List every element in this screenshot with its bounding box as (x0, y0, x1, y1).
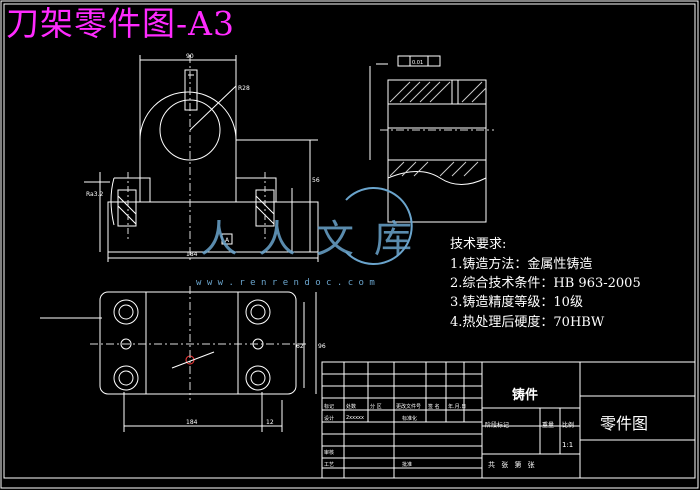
designer-name: 2xxxxx (346, 415, 364, 421)
watermark-brand: 人人文库 (200, 217, 433, 261)
dim-plan-total: 96 (318, 343, 326, 350)
design-label: 设计 (324, 416, 335, 422)
approve-label: 批准 (402, 462, 413, 468)
requirement-item-2: 2.综合技术条件：HB 963-2005 (450, 276, 641, 291)
dim-base-height: 56 (312, 177, 320, 184)
standard-label: 标准化 (402, 416, 418, 422)
front-view (84, 55, 319, 262)
dim-plan-width: 184 (186, 419, 198, 426)
row-label-change: 更改文件号 (396, 404, 422, 410)
review-label: 审核 (324, 450, 335, 456)
part-name: 铸件 (512, 388, 539, 403)
drawing-name: 零件图 (600, 414, 649, 433)
sheet-info: 共 张 第 张 (488, 461, 537, 469)
row-label-count: 处数 (346, 404, 357, 410)
scale-value: 1:1 (562, 441, 574, 449)
flatness-value: 0.01 (412, 60, 423, 66)
datum-label: A (225, 237, 230, 244)
process-label: 工艺 (324, 462, 335, 468)
dim-plan-right: 12 (266, 419, 274, 426)
row-label-sign: 签 名 (428, 404, 440, 410)
requirement-item-4: 4.热处理后硬度：70HBW (450, 315, 605, 330)
row-label-date: 年.月.日 (448, 404, 467, 410)
requirement-item-1: 1.铸造方法：金属性铸造 (450, 257, 593, 272)
weight-label: 重量 (542, 422, 555, 429)
row-label-mark: 标记 (324, 404, 335, 410)
plan-view (40, 286, 317, 432)
watermark-logo (345, 187, 413, 265)
dim-base-width: 184 (186, 251, 198, 258)
dim-radius: R28 (238, 85, 250, 92)
dim-plan-height: 62 (296, 343, 304, 350)
stage-label: 阶段标记 (485, 422, 510, 429)
watermark-url: w w w . r e n r e n d o c . c o m (196, 278, 375, 288)
dim-top-width: 90 (186, 53, 194, 60)
requirement-item-3: 3.铸造精度等级：10级 (450, 295, 583, 310)
page-title: 刀架零件图-A3 (6, 4, 235, 43)
requirements-heading: 技术要求: (450, 237, 507, 252)
side-section-view (369, 55, 494, 223)
roughness-label: Ra3.2 (86, 191, 103, 198)
ratio-label: 比例 (562, 422, 575, 429)
title-block-grid (321, 361, 696, 479)
row-label-zone: 分 区 (370, 404, 382, 410)
